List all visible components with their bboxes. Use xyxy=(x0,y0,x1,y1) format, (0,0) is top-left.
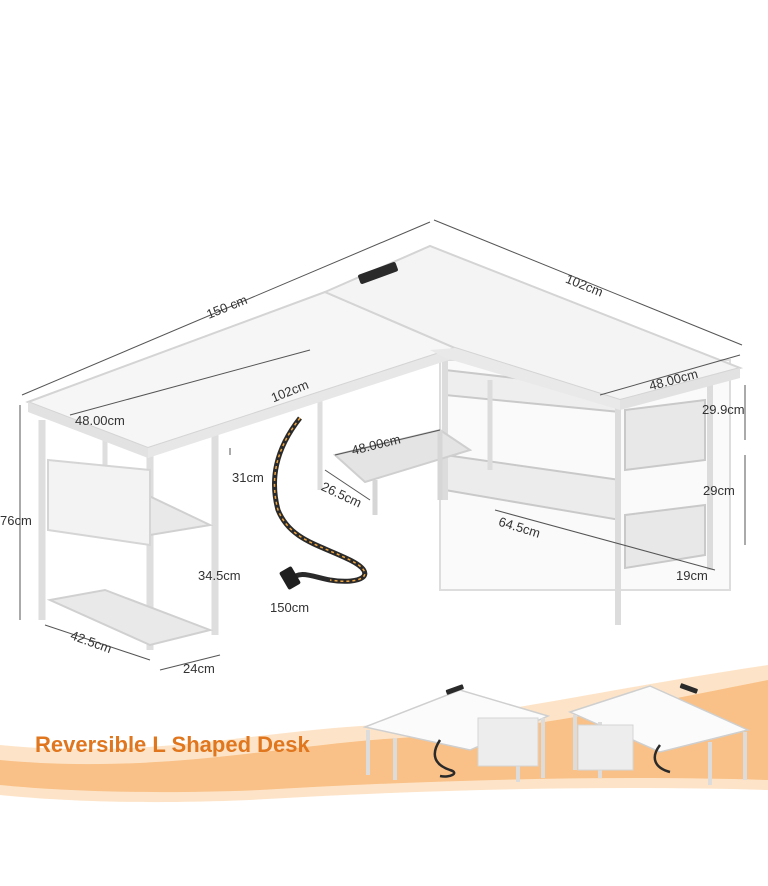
label-right-top-gap: 29.9cm xyxy=(702,402,745,417)
label-left-middle-gap: 34.5cm xyxy=(198,568,241,583)
power-cable-icon xyxy=(271,416,368,584)
l-shaped-desk xyxy=(25,244,744,650)
label-total-length: 150 cm xyxy=(204,292,249,322)
thumbnail-right-orientation xyxy=(567,683,751,785)
reversible-banner: Reversible L Shaped Desk xyxy=(0,665,768,803)
label-right-shelf-depth: 19cm xyxy=(676,568,708,583)
power-outlet-icon xyxy=(358,262,398,284)
label-left-base-depth: 24cm xyxy=(183,661,215,676)
label-center-shelf-height: 26.5cm xyxy=(319,479,364,511)
label-left-depth: 48.00cm xyxy=(75,413,125,428)
label-cable-length: 150cm xyxy=(270,600,309,615)
label-left-base-width: 42.5cm xyxy=(69,627,114,656)
desktop-surface xyxy=(25,244,744,458)
label-right-middle-gap: 29cm xyxy=(703,483,735,498)
thumbnail-left-orientation xyxy=(362,684,551,782)
right-shelf-unit xyxy=(439,359,731,625)
label-left-top-gap: 31cm xyxy=(232,470,264,485)
label-right-length: 102cm xyxy=(563,271,605,300)
banner-title: Reversible L Shaped Desk xyxy=(35,732,310,757)
left-shelf-unit xyxy=(38,400,323,650)
dimension-lines xyxy=(19,219,746,671)
label-height: 76cm xyxy=(0,513,32,528)
